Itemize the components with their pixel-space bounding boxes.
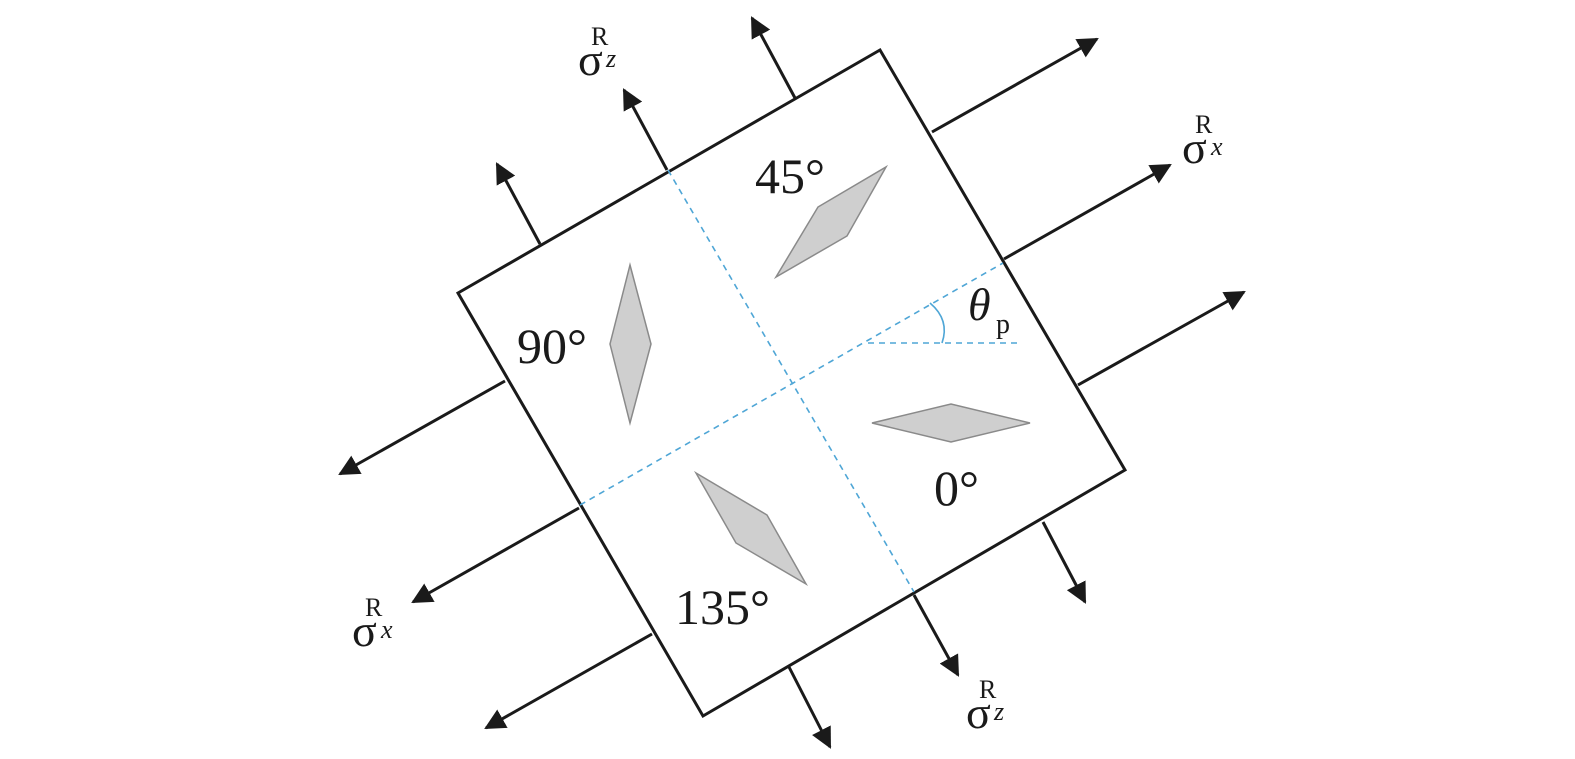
sigma-z-label-bottom: σ R z xyxy=(966,675,1004,738)
sigma-superscript: R xyxy=(979,675,997,704)
sigma-subscript: x xyxy=(380,615,393,644)
arrow-x-left-top xyxy=(338,379,506,476)
sigma-x-label-right: σ R x xyxy=(1182,110,1223,173)
grain-90 xyxy=(609,262,652,426)
sigma-symbol: σ xyxy=(352,605,377,656)
arrow-z-bottom-left xyxy=(787,666,832,749)
sigma-symbol: σ xyxy=(578,34,603,85)
arrow-x-right-middle xyxy=(1003,163,1172,261)
arrow-z-bottom-middle xyxy=(912,594,960,677)
theta-symbol: θ xyxy=(968,279,991,330)
sigma-z-label-top: σ R z xyxy=(578,22,616,85)
grains xyxy=(609,164,1031,587)
label-0: 0° xyxy=(934,460,979,516)
guide-z-axis xyxy=(667,169,915,593)
grain-45 xyxy=(773,164,889,280)
theta-p-label: θ p xyxy=(968,279,1010,340)
guide-lines xyxy=(579,169,1020,593)
sigma-subscript: z xyxy=(605,44,616,73)
sigma-symbol: σ xyxy=(966,687,991,738)
sigma-symbol: σ xyxy=(1182,122,1207,173)
sigma-x-label-left: σ R x xyxy=(352,593,393,656)
grain-0 xyxy=(871,403,1031,443)
arrow-z-top-left xyxy=(495,162,542,245)
theta-subscript: p xyxy=(996,309,1010,340)
grain-135 xyxy=(693,470,809,587)
arrow-x-left-middle xyxy=(411,506,580,604)
arrow-z-bottom-right xyxy=(1041,521,1087,604)
arrow-x-left-bottom xyxy=(484,632,653,730)
arrow-x-right-top xyxy=(931,37,1099,134)
sigma-subscript: z xyxy=(993,697,1004,726)
stress-arrows-z xyxy=(495,16,1087,749)
arrow-z-top-right xyxy=(750,16,797,99)
sigma-superscript: R xyxy=(365,593,383,622)
rotated-element-square xyxy=(455,47,1128,719)
guide-x-axis xyxy=(579,262,1004,506)
stress-arrows-x xyxy=(338,37,1246,730)
arrow-z-top-middle xyxy=(622,88,669,171)
sigma-superscript: R xyxy=(591,22,609,51)
orientation-labels: 45° 90° 0° 135° xyxy=(517,148,979,635)
sigma-superscript: R xyxy=(1195,110,1213,139)
sigma-subscript: x xyxy=(1210,132,1223,161)
arrow-x-right-bottom xyxy=(1077,290,1246,387)
label-90: 90° xyxy=(517,318,587,374)
label-135: 135° xyxy=(675,579,770,635)
label-45: 45° xyxy=(755,148,825,204)
theta-arc xyxy=(929,302,946,344)
